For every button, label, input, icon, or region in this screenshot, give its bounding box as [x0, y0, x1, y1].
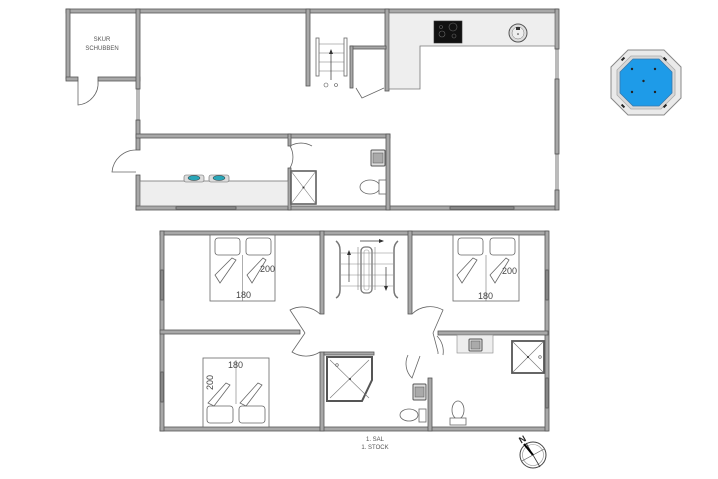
bed-1-length: 200	[260, 264, 275, 274]
wall-stair-left-upper	[319, 230, 325, 315]
stove	[433, 20, 463, 44]
wall-right-a	[554, 8, 560, 50]
shower-upper	[326, 356, 373, 402]
bed-1: 200 180	[209, 234, 276, 302]
wc-door[interactable]	[405, 354, 421, 379]
washing-machines	[183, 174, 230, 183]
bathroom-door[interactable]	[289, 145, 294, 169]
bedroom2-door[interactable]	[411, 306, 444, 334]
upper-window-right-b	[545, 377, 549, 409]
floor-label-line2: 1. STOCK	[361, 445, 388, 451]
closet-top	[349, 45, 387, 50]
bed-2-width: 180	[478, 291, 493, 301]
stairs-upper	[335, 239, 399, 299]
floor-label-line1: 1. SAL	[366, 437, 385, 443]
wall-stair-right-upper	[407, 230, 413, 315]
bed-1-width: 180	[236, 290, 251, 300]
wall-bath-left-a	[287, 133, 292, 147]
upper-window-left-b	[160, 371, 164, 403]
shower-room-top	[323, 351, 375, 356]
window-right-b	[555, 153, 559, 191]
toilet-upper-wc	[399, 408, 427, 423]
sink-ground	[370, 149, 386, 167]
closet-left	[349, 45, 354, 89]
bedroom1-door[interactable]	[289, 306, 321, 334]
wall-bath-right	[385, 133, 391, 211]
upper-window-right-a	[545, 269, 549, 301]
hot-tub	[610, 49, 682, 116]
stairs-ground	[315, 37, 348, 88]
wall-right-b	[554, 78, 560, 155]
wall-hall-top	[135, 133, 391, 139]
wall-shed-bottom-a	[65, 76, 79, 82]
wall-right-c	[554, 189, 560, 211]
hall-counter	[139, 180, 289, 207]
bed-3-width: 180	[228, 360, 243, 370]
wall-bed-divider-left	[159, 329, 301, 335]
bedroom3-door[interactable]	[291, 332, 321, 357]
wall-shed-right	[135, 8, 141, 90]
kitchen-sink	[508, 23, 528, 43]
window-bottom-a	[175, 206, 237, 210]
bed-2: 200 180	[452, 234, 520, 302]
shower-ground	[290, 170, 317, 205]
wall-bath-left-upper	[319, 351, 325, 432]
wall-shed-bottom-b	[97, 76, 141, 82]
bathroom2-door[interactable]	[436, 335, 444, 356]
window-right-a	[555, 48, 559, 80]
wall-bath-divider	[427, 377, 433, 432]
sink-upper-bath	[456, 334, 494, 354]
upper-window-left-a	[160, 269, 164, 301]
wall-bed-divider-right	[437, 330, 549, 336]
wall-living-left-b	[135, 174, 141, 211]
upper-wall-bottom	[159, 426, 549, 432]
upper-wall-top	[159, 230, 549, 236]
wall-stair-left	[305, 8, 311, 87]
sink-upper-wc	[412, 383, 427, 401]
shed-door[interactable]	[77, 80, 99, 106]
shower-upper-2	[511, 340, 545, 374]
closet-door[interactable]	[355, 87, 385, 99]
bed-3-length: 200	[205, 375, 215, 390]
wall-shed-left	[65, 8, 71, 80]
window-bottom-b	[449, 206, 515, 210]
wall-stair-right	[384, 8, 390, 92]
shed-label-line1: SKUR	[94, 37, 111, 43]
compass-north-label: N	[517, 433, 528, 445]
kitchen-counter	[388, 12, 556, 90]
toilet-upper-bath	[449, 400, 467, 426]
entry-door[interactable]	[111, 149, 137, 173]
compass-icon: N	[517, 433, 547, 469]
shed-label-line2: SCHUBBEN	[85, 46, 118, 52]
bathroom-door-swing	[289, 142, 313, 147]
window-left	[136, 88, 140, 121]
bath-door-edge	[432, 332, 439, 355]
toilet-ground	[359, 179, 387, 195]
bed-2-length: 200	[502, 266, 517, 276]
bed-3: 180 200	[202, 357, 270, 428]
upper-floor: 200 180 200 180 180 200	[159, 230, 550, 451]
ground-floor: SKUR SCHUBBEN	[65, 8, 560, 211]
